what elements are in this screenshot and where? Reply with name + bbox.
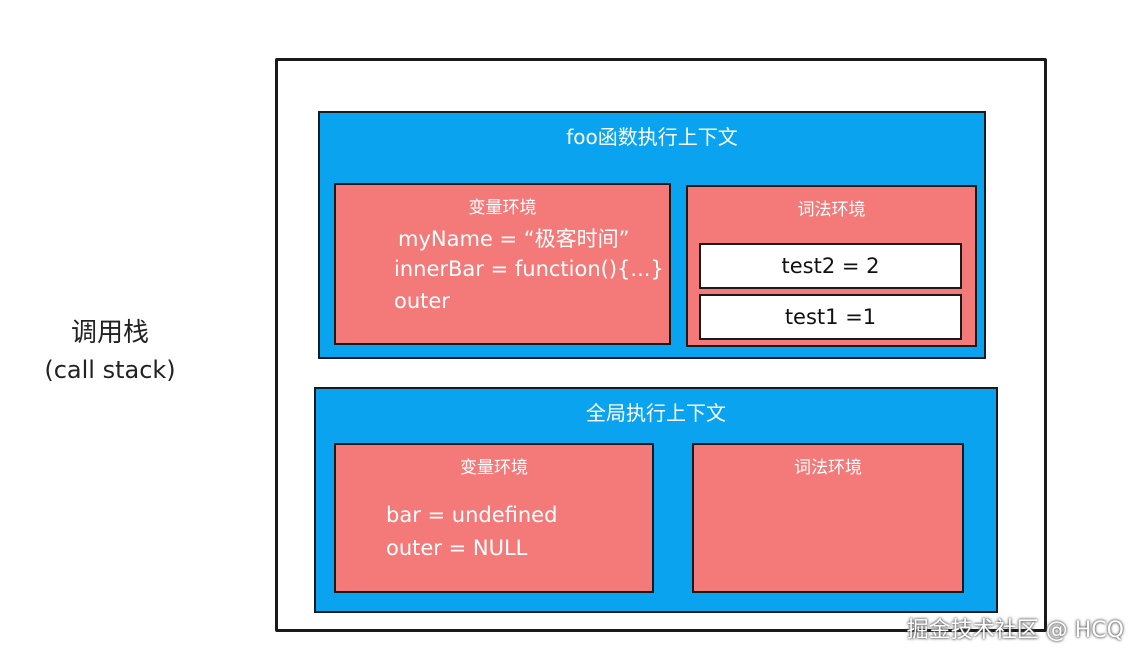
call-stack-label-english: (call stack) xyxy=(44,356,176,384)
foo-lexical-item-test1: test1 =1 xyxy=(699,294,962,340)
foo-variable-env-title: 变量环境 xyxy=(468,198,537,218)
call-stack-label-chinese: 调用栈 xyxy=(70,318,149,348)
global-variable-env-title: 变量环境 xyxy=(460,458,528,478)
global-variable-environment: 变量环境 bar = undefined outer = NULL xyxy=(334,443,654,593)
global-execution-context: 全局执行上下文 变量环境 bar = undefined outer = NUL… xyxy=(314,387,998,613)
call-stack-frame xyxy=(275,58,1047,632)
global-var-line-bar: bar = undefined xyxy=(386,503,558,527)
foo-lexical-environment: 词法环境 test2 = 2 test1 =1 xyxy=(686,185,977,347)
foo-var-line-innerbar: innerBar = function(){...} xyxy=(394,257,664,281)
foo-context-title: foo函数执行上下文 xyxy=(566,125,738,149)
foo-var-line-myname: myName = “极客时间” xyxy=(398,227,630,251)
global-var-line-outer: outer = NULL xyxy=(386,536,528,560)
watermark: 掘金技术社区 @ HCQ xyxy=(906,618,1124,643)
foo-lexical-item-test2: test2 = 2 xyxy=(699,243,962,289)
global-context-title: 全局执行上下文 xyxy=(586,401,726,425)
global-lexical-environment: 词法环境 xyxy=(692,443,964,593)
foo-lexical-env-title: 词法环境 xyxy=(797,200,866,220)
foo-execution-context: foo函数执行上下文 变量环境 myName = “极客时间” innerBar… xyxy=(318,111,986,359)
foo-var-line-outer: outer xyxy=(394,289,450,313)
global-lexical-env-title: 词法环境 xyxy=(794,458,862,478)
foo-variable-environment: 变量环境 myName = “极客时间” innerBar = function… xyxy=(334,183,671,345)
